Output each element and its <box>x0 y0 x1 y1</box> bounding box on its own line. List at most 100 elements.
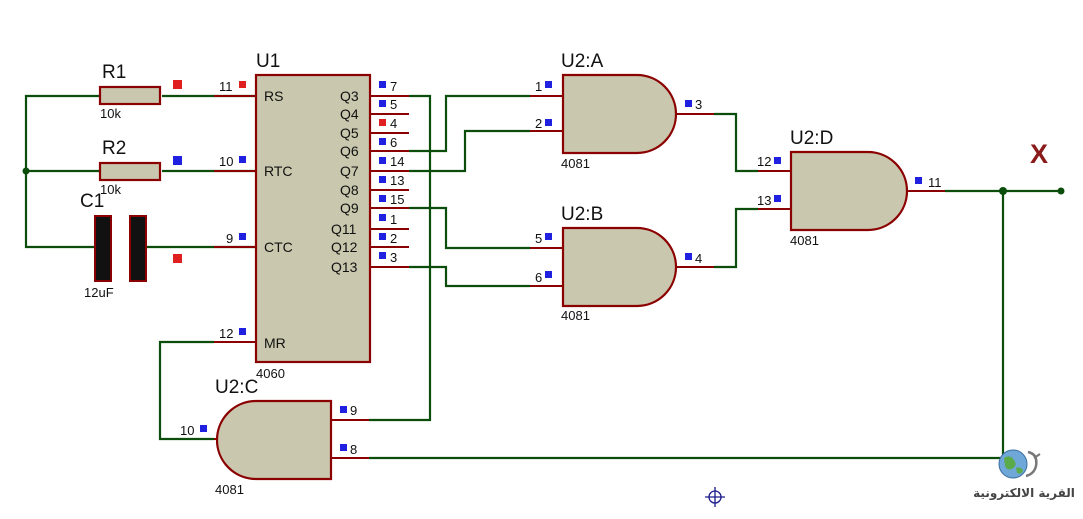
u1-pin-number: 5 <box>390 97 397 112</box>
and-gate-u2d[interactable]: U2:D 4081 12 13 11 <box>757 128 945 248</box>
u1-pin-number: 12 <box>219 326 233 341</box>
gate-pin-number: 9 <box>350 403 357 418</box>
pin-marker <box>545 271 552 278</box>
pin-marker <box>173 156 182 165</box>
pin-marker <box>340 444 347 451</box>
u1-pin-number: 3 <box>390 250 397 265</box>
u1-pin-name: Q7 <box>340 163 359 179</box>
watermark-logo: القرية الالكترونية <box>968 446 1080 510</box>
u2b-part: 4081 <box>561 308 590 323</box>
pin-marker <box>774 195 781 202</box>
u1-pin-name: RS <box>264 88 283 104</box>
pin-marker <box>685 253 692 260</box>
pin-marker <box>915 177 922 184</box>
u1-pin-number: 1 <box>390 212 397 227</box>
u2b-ref: U2:B <box>561 204 603 225</box>
u1-pin-number: 7 <box>390 79 397 94</box>
pin-marker <box>239 233 246 240</box>
pin-marker <box>379 195 386 202</box>
pin-marker <box>239 156 246 163</box>
gate-pin-number: 4 <box>695 251 702 266</box>
junction-dots <box>22 167 1065 195</box>
pin-marker <box>173 80 182 89</box>
u1-pin-name: Q13 <box>331 259 358 275</box>
u1-pin-name: MR <box>264 335 286 351</box>
u1-pin-name: Q3 <box>340 88 359 104</box>
u1-pin-name: Q11 <box>331 221 357 237</box>
pin-marker <box>379 157 386 164</box>
gate-pin-number: 8 <box>350 442 357 457</box>
gate-pin-number: 10 <box>180 423 194 438</box>
u1-right-pins: Q3 Q4 Q5 Q6 Q7 Q8 Q9 Q11 Q12 Q13 7 5 4 6… <box>331 79 409 275</box>
pin-marker <box>379 138 386 145</box>
u1-left-pins: RS RTC CTC MR 11 10 9 12 <box>214 79 293 351</box>
gate-pin-number: 12 <box>757 154 771 169</box>
u2c-ref: U2:C <box>215 377 258 398</box>
pin-marker <box>545 233 552 240</box>
c1-ref: C1 <box>80 191 104 212</box>
u1-pin-number: 15 <box>390 192 404 207</box>
pin-marker <box>774 157 781 164</box>
u1-ref: U1 <box>256 51 280 72</box>
u1-pin-number: 10 <box>219 154 233 169</box>
junction-dot <box>22 167 30 175</box>
resistor-r2[interactable]: R2 10k <box>98 138 182 197</box>
gate-pin-number: 13 <box>757 193 771 208</box>
pin-marker <box>379 81 386 88</box>
pin-marker <box>239 81 246 88</box>
pin-marker <box>239 328 246 335</box>
and-gate-u2c[interactable]: U2:C 4081 10 9 8 <box>180 377 369 497</box>
and-gate-u2b[interactable]: U2:B 4081 5 6 4 <box>530 204 714 323</box>
pin-marker <box>685 100 692 107</box>
pin-marker <box>545 119 552 126</box>
u1-part: 4060 <box>256 366 285 381</box>
u1-pin-number: 4 <box>390 116 397 131</box>
u1-pin-name: CTC <box>264 239 293 255</box>
r2-value: 10k <box>100 182 121 197</box>
pin-marker <box>545 81 552 88</box>
u1-pin-name: Q8 <box>340 182 359 198</box>
u1-pin-number: 2 <box>390 231 397 246</box>
u1-pin-number: 9 <box>226 231 233 246</box>
u1-pin-number: 6 <box>390 135 397 150</box>
pin-marker <box>379 214 386 221</box>
u1-pin-name: Q9 <box>340 200 359 216</box>
pin-marker <box>173 254 182 263</box>
resistor-r1[interactable]: R1 10k <box>98 62 182 121</box>
u2a-part: 4081 <box>561 156 590 171</box>
r1-ref: R1 <box>102 62 126 83</box>
output-terminal-dot <box>1057 187 1065 195</box>
u2d-part: 4081 <box>790 233 819 248</box>
gate-pin-number: 5 <box>535 231 542 246</box>
gate-pin-number: 11 <box>928 175 942 190</box>
pin-marker <box>340 406 347 413</box>
watermark-text: القرية الالكترونية <box>973 486 1075 500</box>
u2d-ref: U2:D <box>790 128 833 149</box>
pin-marker <box>379 119 386 126</box>
junction-dot <box>999 187 1007 195</box>
gate-pin-number: 1 <box>535 79 542 94</box>
u1-pin-name: RTC <box>264 163 293 179</box>
u1-pin-name: Q4 <box>340 106 359 122</box>
u1-pin-number: 13 <box>390 173 404 188</box>
capacitor-c1[interactable]: C1 12uF <box>80 191 182 300</box>
gate-pin-number: 6 <box>535 270 542 285</box>
u1-pin-name: Q12 <box>331 239 358 255</box>
u2c-part: 4081 <box>215 482 244 497</box>
u1-pin-number: 14 <box>390 154 404 169</box>
pin-marker <box>379 252 386 259</box>
gate-pin-number: 2 <box>535 116 542 131</box>
origin-crosshair-icon <box>705 487 725 507</box>
gate-pin-number: 3 <box>695 97 702 112</box>
u2a-ref: U2:A <box>561 51 604 72</box>
pin-marker <box>379 176 386 183</box>
output-label-x: X <box>1030 139 1048 169</box>
globe-icon <box>998 449 1041 479</box>
and-gate-u2a[interactable]: U2:A 4081 1 2 3 <box>530 51 714 171</box>
ic-u1[interactable]: U1 4060 RS RTC CTC MR 11 10 9 12 <box>214 51 409 381</box>
pin-marker <box>379 100 386 107</box>
u1-pin-name: Q5 <box>340 125 359 141</box>
pin-marker <box>200 425 207 432</box>
r1-value: 10k <box>100 106 121 121</box>
